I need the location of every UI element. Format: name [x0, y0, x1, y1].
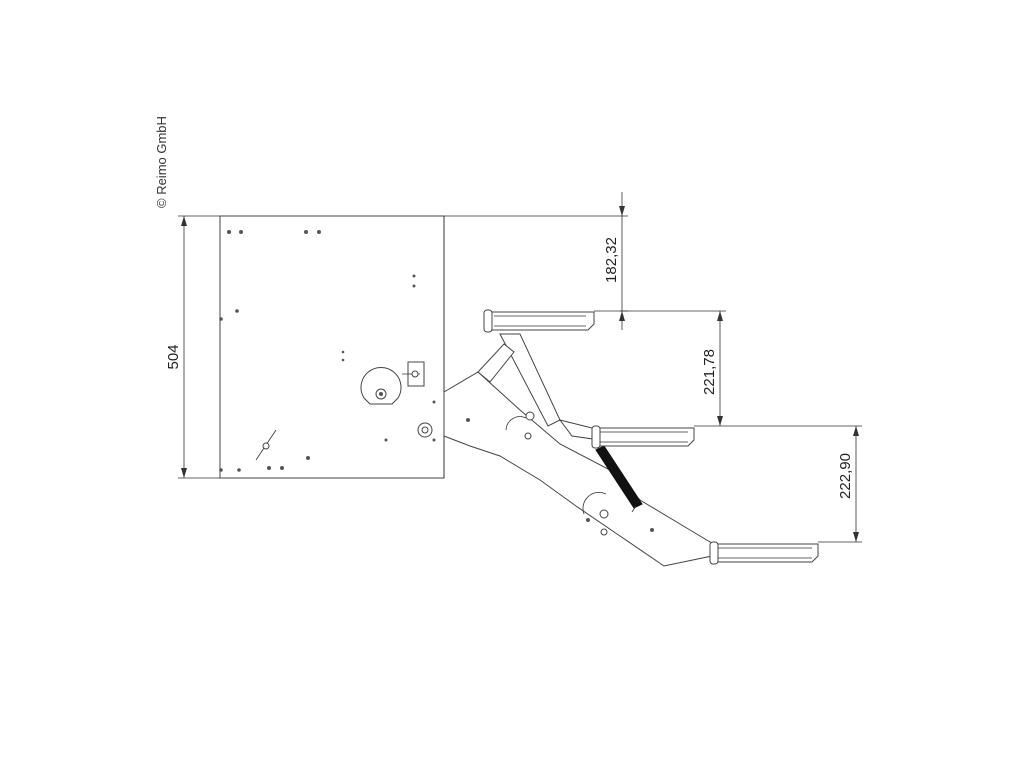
base-plate: [219, 215, 445, 479]
dimension-step1-to-step2: 221,78: [620, 310, 726, 427]
dimension-label-221-78: 221,78: [701, 349, 718, 395]
step-tread-1: [483, 309, 595, 333]
dimension-step2-to-step3: 222,90: [726, 425, 862, 543]
dimension-label-222-90: 222,90: [837, 453, 854, 499]
step-linkage: [443, 333, 721, 567]
step-tread-3: [709, 541, 819, 565]
dimension-label-504: 504: [165, 344, 182, 369]
dimension-top-to-step1: 182,32: [444, 192, 628, 330]
dimension-height-total: 504: [165, 215, 220, 479]
step-tread-2: [591, 425, 695, 449]
dimension-label-182-32: 182,32: [603, 237, 620, 283]
copyright-text: © Reimo GmbH: [154, 116, 169, 208]
